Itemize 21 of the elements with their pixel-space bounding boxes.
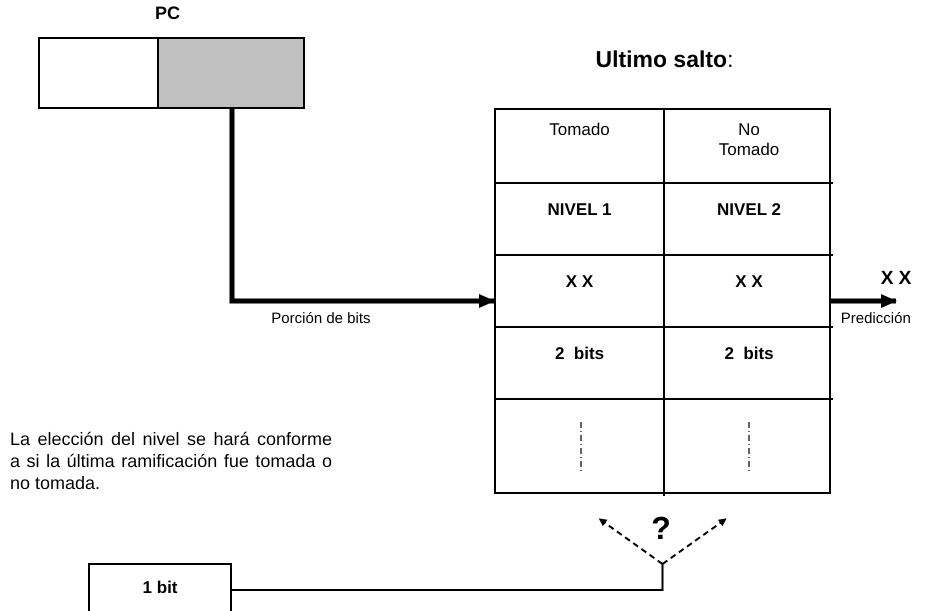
cell-value: NIVEL 1 bbox=[548, 200, 612, 221]
column-header: No Tomado bbox=[718, 120, 780, 161]
cell-value: 2 bits bbox=[554, 344, 604, 365]
register-segment bbox=[38, 37, 159, 109]
register-segment bbox=[159, 37, 305, 109]
column-header: Tomado bbox=[549, 120, 610, 141]
arrow bbox=[230, 109, 495, 308]
cell-value: 2 bits bbox=[724, 344, 774, 365]
cell-value: NIVEL 2 bbox=[717, 200, 781, 221]
cell-value: X X bbox=[566, 272, 594, 293]
bit-box bbox=[88, 563, 232, 611]
note-text: La elección del nivel se hará conforme a si la última ramificación fue tomada o no tomada. bbox=[10, 428, 332, 494]
question-mark: ? bbox=[650, 510, 672, 547]
edge-label: Predicción bbox=[840, 310, 911, 327]
heading: PC bbox=[155, 3, 180, 24]
edge-label: Porción de bits bbox=[271, 310, 371, 327]
cell-value: X X bbox=[735, 272, 763, 293]
box-label: 1 bit bbox=[142, 578, 178, 597]
output-label: X X bbox=[880, 268, 912, 289]
heading: Ultimo salto: bbox=[594, 46, 734, 73]
arrow bbox=[831, 294, 897, 308]
